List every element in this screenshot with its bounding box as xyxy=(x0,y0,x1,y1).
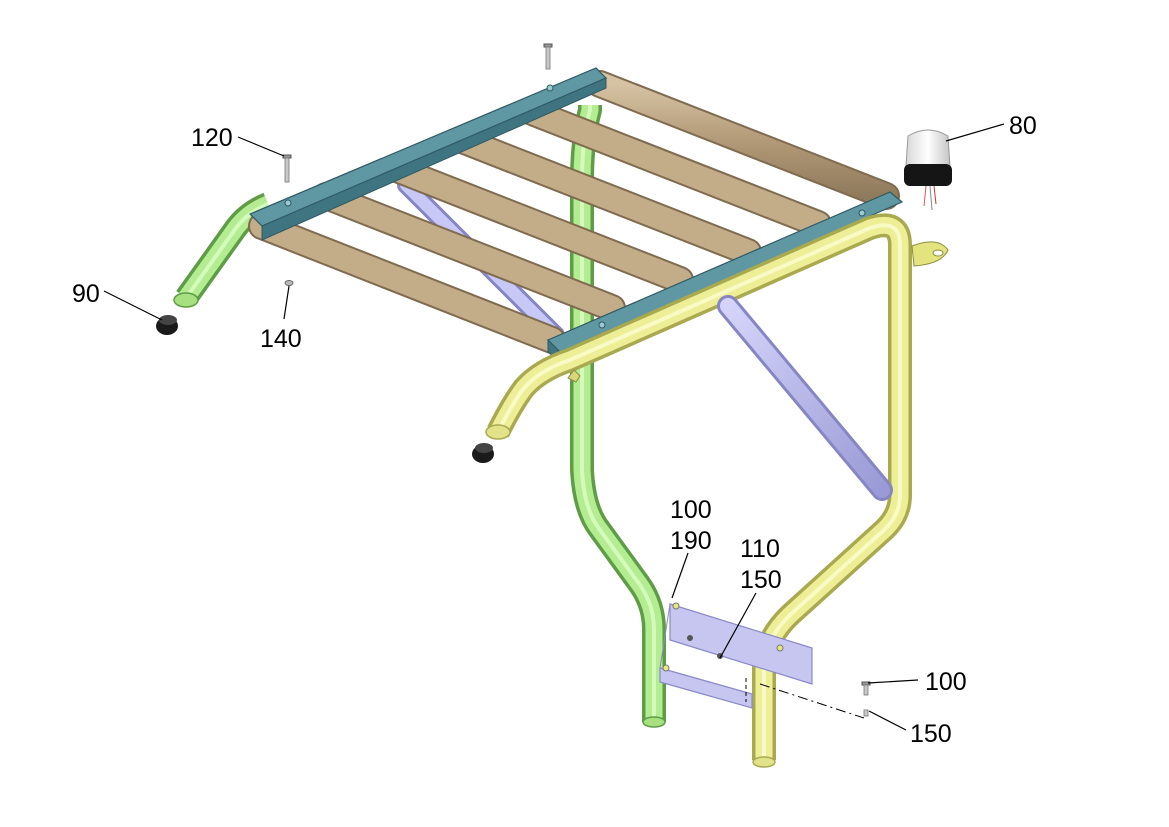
callout-labels: 80 90 120 140 100 190 110 150 100 150 xyxy=(72,112,1037,748)
side-diagonal-brace xyxy=(717,295,893,501)
bolt-100-right xyxy=(861,681,871,717)
rack-slats xyxy=(248,70,900,354)
callout-140: 140 xyxy=(260,325,302,353)
callout-90: 90 xyxy=(72,280,100,308)
bumper-cap-right xyxy=(472,443,494,463)
leader-lines xyxy=(103,123,1005,731)
lower-mount-bracket xyxy=(659,602,865,719)
bumper-cap-left xyxy=(156,315,178,335)
callout-150-upper: 150 xyxy=(740,566,782,594)
callout-80: 80 xyxy=(1009,112,1037,140)
yellow-frame-tube xyxy=(485,213,949,768)
callout-100-right: 100 xyxy=(925,668,967,696)
callout-100-upper: 100 xyxy=(670,496,712,524)
beacon-light xyxy=(904,129,952,211)
bolt-120 xyxy=(282,154,292,183)
callout-110: 110 xyxy=(740,535,780,563)
callout-190: 190 xyxy=(670,527,712,555)
callout-120: 120 xyxy=(191,124,233,152)
bolt-top-center xyxy=(543,43,553,70)
callout-150-right: 150 xyxy=(910,720,952,748)
washer-140 xyxy=(284,280,294,286)
roof-rack xyxy=(248,67,904,364)
